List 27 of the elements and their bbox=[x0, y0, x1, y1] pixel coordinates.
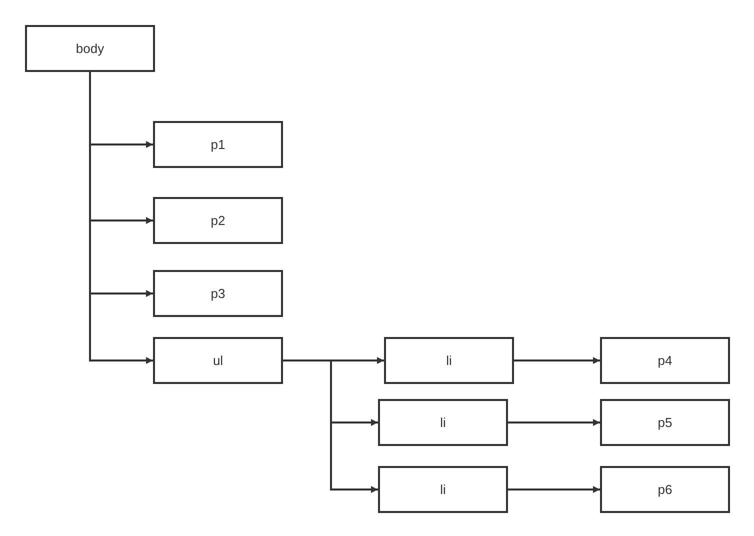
element-box bbox=[25, 25, 155, 72]
element-box bbox=[378, 399, 508, 446]
element-box bbox=[153, 270, 283, 317]
node-label: body bbox=[76, 41, 104, 56]
element-box bbox=[378, 466, 508, 513]
node-label: li bbox=[446, 353, 452, 368]
node-label: p2 bbox=[210, 213, 226, 228]
node-label: ul bbox=[212, 353, 224, 368]
arrow bbox=[514, 357, 600, 364]
element-box bbox=[600, 466, 730, 513]
node-label: p1 bbox=[210, 137, 226, 152]
element-box bbox=[153, 337, 283, 384]
arrow bbox=[508, 419, 600, 426]
element-box bbox=[384, 337, 514, 384]
element-box bbox=[153, 197, 283, 244]
node-label: p6 bbox=[658, 482, 672, 497]
node-label: li bbox=[440, 482, 446, 497]
node-label: li bbox=[440, 415, 446, 430]
arrow bbox=[508, 486, 600, 493]
node-label: p5 bbox=[658, 415, 672, 430]
element-box bbox=[153, 121, 283, 168]
arrow bbox=[283, 360, 378, 493]
element-box bbox=[600, 399, 730, 446]
element-box bbox=[600, 337, 730, 384]
node-label: p3 bbox=[210, 286, 226, 301]
arrow bbox=[89, 72, 153, 364]
node-label: p4 bbox=[658, 353, 672, 368]
